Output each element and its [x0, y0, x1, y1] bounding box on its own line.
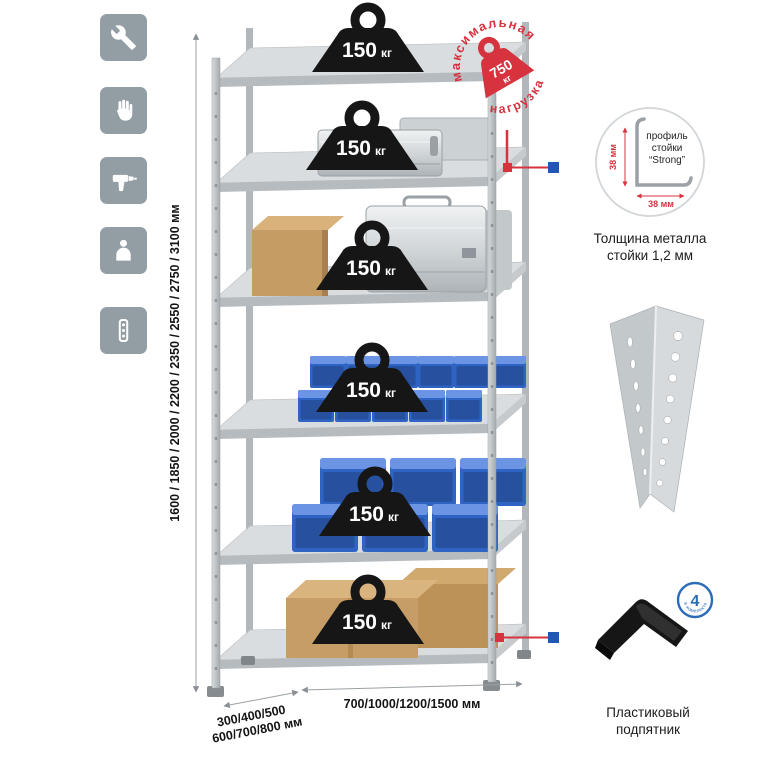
post-profile-detail: 38 мм 38 мм профиль стойки “Strong” [595, 107, 705, 217]
badge-count: 4 [691, 593, 700, 610]
shelf-load-value: 150 [346, 379, 381, 402]
perforated-post-icon [100, 307, 147, 354]
max-load-stamp: максимальная нагрузка 750 кг [429, 0, 553, 126]
profile-label-line3: “Strong” [649, 155, 685, 166]
shelf-load-value: 150 [342, 611, 377, 634]
shelf-load-unit: кг [385, 386, 396, 400]
plastic-foot-image [595, 599, 688, 660]
profile-label-line1: профиль [646, 130, 687, 142]
shelf-load-unit: кг [375, 144, 386, 158]
width-dimension-label: 700/1000/1200/1500 мм [344, 697, 481, 711]
shelf-load-weight: 150 кг [316, 342, 428, 412]
height-dimension: 1600 / 1850 / 2000 / 2200 / 2350 / 2550 … [168, 33, 200, 693]
rack-front-left-post [211, 57, 221, 689]
rack-back-left-post [246, 28, 253, 658]
shelf-load-value: 150 [349, 503, 384, 526]
foot-callout-connector [495, 632, 559, 643]
shelf-load-weight: 150 кг [306, 100, 418, 170]
shelf-load-weight: 150 кг [312, 574, 424, 644]
rack-foot [207, 686, 224, 697]
shelf-load-weight: 150 кг [316, 220, 428, 290]
shelf-load-unit: кг [381, 46, 392, 60]
depth-dimension: 300/400/500 600/700/800 мм [211, 689, 303, 746]
height-dimension-label: 1600 / 1850 / 2000 / 2200 / 2350 / 2550 … [168, 204, 182, 521]
profile-caption-line1: Толщина металла [593, 231, 707, 246]
shelf-load-weight: 150 кг [319, 466, 431, 536]
width-dimension: 700/1000/1200/1500 мм [301, 680, 523, 711]
plastic-bin [454, 356, 490, 388]
plastic-bin [418, 356, 454, 388]
profile-dim-bottom: 38 мм [648, 199, 674, 209]
shelf-load-unit: кг [385, 264, 396, 278]
plastic-foot-caption: Пластиковый подпятник [566, 704, 730, 738]
drill-icon [100, 157, 147, 204]
included-count-badge: 4 в комплекте [676, 581, 714, 619]
foot-caption-line1: Пластиковый [606, 705, 690, 720]
shelf-load-value: 150 [346, 257, 381, 280]
profile-caption-line2: стойки 1,2 мм [606, 248, 694, 263]
profile-callout-connector [503, 130, 559, 173]
shelf-load-value: 150 [336, 137, 371, 160]
foot-caption-line2: подпятник [615, 722, 681, 737]
wrench-icon [100, 14, 147, 61]
gloves-icon [100, 87, 147, 134]
profile-cross-section [635, 117, 693, 187]
shelf-load-unit: кг [388, 510, 399, 524]
profile-thickness-caption: Толщина металла стойки 1,2 мм [568, 230, 732, 264]
profile-dim-side: 38 мм [608, 144, 618, 170]
perforated-post-image [609, 305, 705, 513]
shelf-load-value: 150 [342, 39, 377, 62]
plastic-bin [446, 390, 482, 422]
rack-back-right-post [522, 22, 529, 652]
person-icon [100, 227, 147, 274]
rack-foot [241, 656, 255, 665]
shelf-load-unit: кг [381, 618, 392, 632]
rack-foot [517, 650, 531, 659]
profile-label-line2: стойки [652, 143, 683, 154]
rack-front-right-post [487, 51, 497, 683]
shelf-load-weight: 150 кг [312, 2, 424, 72]
